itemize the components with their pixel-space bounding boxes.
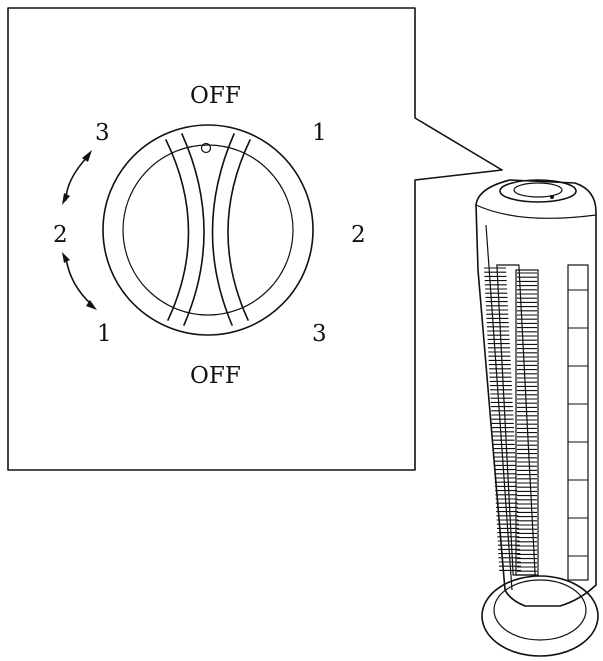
fan-grille-middle — [515, 269, 539, 576]
fan-body — [475, 179, 597, 607]
label-off-bottom: OFF — [190, 363, 241, 389]
label-right-2: 2 — [351, 222, 366, 248]
rotary-dial-icon — [102, 124, 314, 336]
tower-fan-icon — [475, 179, 599, 657]
label-left-3: 3 — [95, 120, 110, 146]
callout-box — [7, 7, 503, 471]
label-right-3: 3 — [312, 321, 327, 347]
double-arrow-icon — [62, 150, 97, 310]
label-off-top: OFF — [190, 83, 241, 109]
pointer-dot — [200, 142, 212, 154]
label-right-1: 1 — [312, 120, 327, 146]
fan-control-top — [499, 179, 577, 203]
fan-side-panel — [567, 264, 589, 581]
fan-base — [481, 575, 599, 657]
label-left-2: 2 — [53, 222, 68, 248]
label-left-1: 1 — [97, 321, 112, 347]
